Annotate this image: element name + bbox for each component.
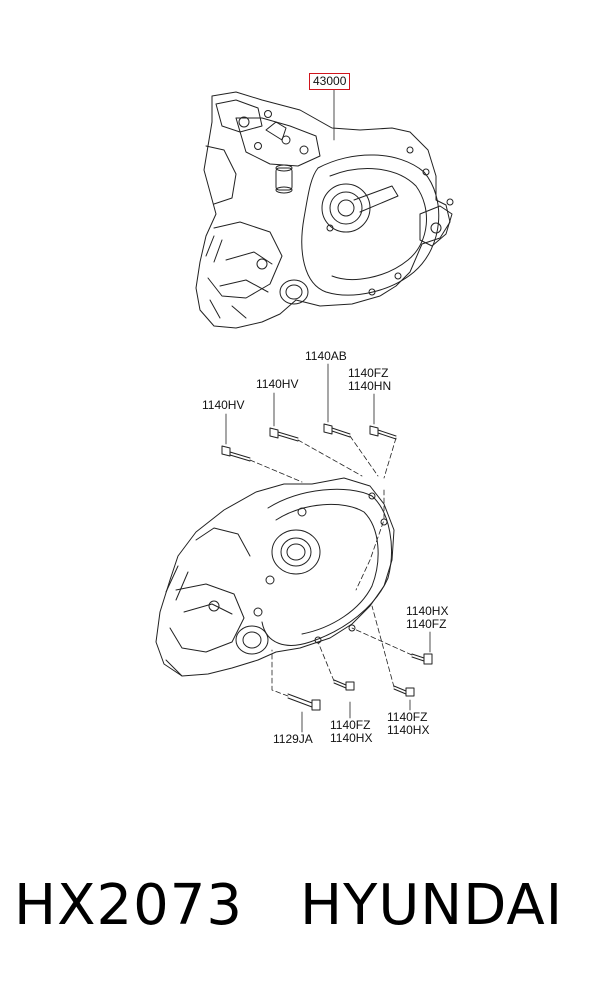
- callout-43000: 43000: [309, 73, 351, 90]
- callout-1140hx-bottom-1: 1140HX: [330, 731, 373, 745]
- callout-1140hv-mid: 1140HV: [256, 377, 299, 391]
- callout-1140hx-bottom-2: 1140HX: [387, 723, 430, 737]
- callout-1140fz-right: 1140FZ: [406, 617, 447, 631]
- bolt-1140hx-fz-right: [411, 653, 433, 665]
- bolt-1140ab: [323, 423, 351, 438]
- bolt-1140fz-hx-b2: [393, 685, 415, 697]
- callout-1140ab: 1140AB: [305, 349, 347, 363]
- callout-1140hx-right: 1140HX: [406, 604, 449, 618]
- bolt-1140hv-mid: [269, 427, 299, 442]
- transaxle-assembly-drawing: [195, 89, 454, 329]
- bolt-1140fz-hx-b1: [333, 679, 355, 691]
- callout-1140hn: 1140HN: [348, 379, 392, 393]
- part-number: HX2073: [14, 873, 243, 938]
- callout-1140hv-left: 1140HV: [202, 398, 245, 412]
- leader-lines: [225, 363, 431, 733]
- callout-1129ja: 1129JA: [273, 732, 313, 746]
- bolt-1129ja: [287, 693, 321, 711]
- bolt-1140hv-left: [221, 445, 251, 462]
- callout-1140fz-top: 1140FZ: [348, 366, 389, 380]
- callout-1140fz-bottom-1: 1140FZ: [330, 718, 371, 732]
- transmission-case-drawing: [155, 363, 433, 733]
- brand-name: HYUNDAI: [300, 873, 564, 938]
- assembly-dashes: [249, 435, 413, 697]
- callout-1140fz-bottom-2: 1140FZ: [387, 710, 428, 724]
- bolt-1140fz-hn: [369, 425, 397, 440]
